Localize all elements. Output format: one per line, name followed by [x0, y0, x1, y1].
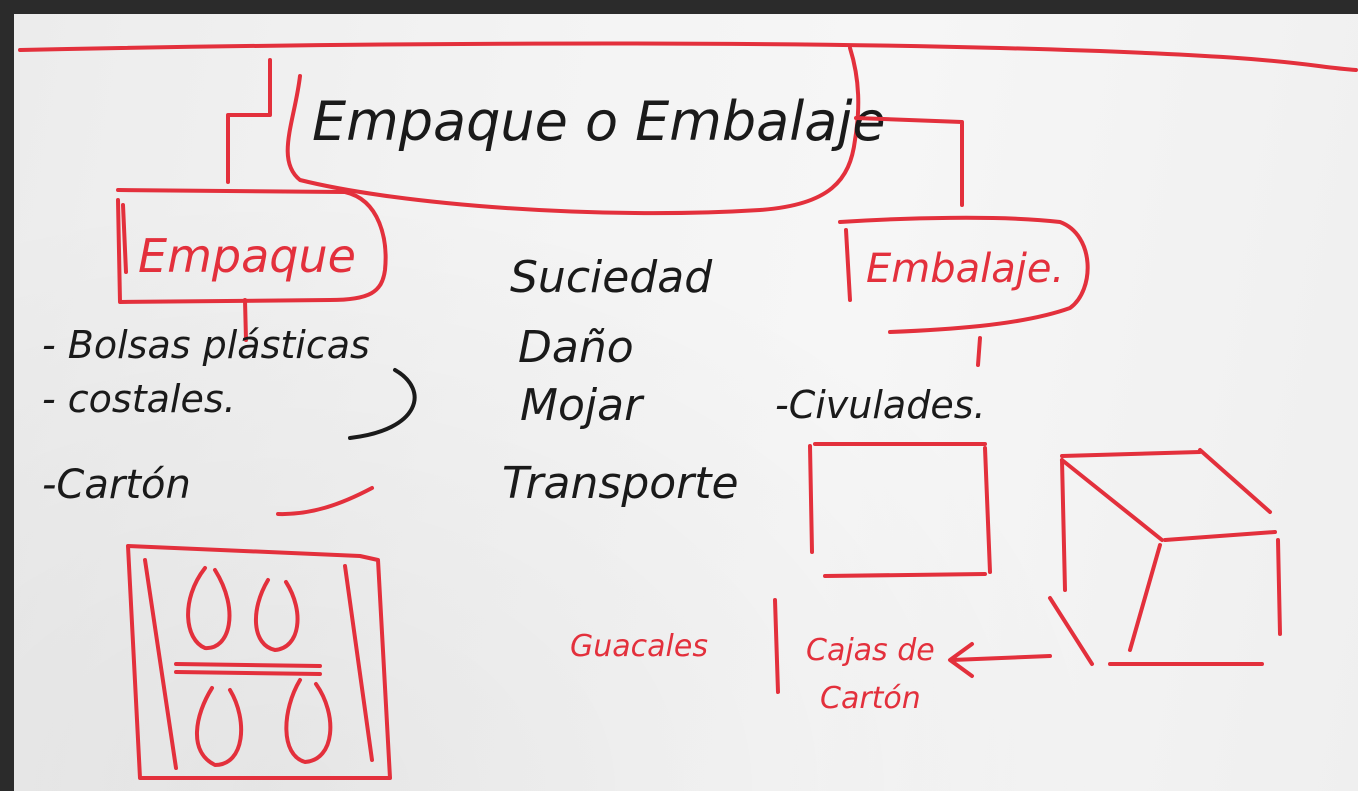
label-guacales: Guacales [570, 629, 708, 664]
embalaje-label: Embalaje. [866, 246, 1064, 292]
empaque-label: Empaque [138, 229, 356, 283]
empaque-item-costales: - costales. [42, 377, 236, 421]
embalaje-item-civulades: -Civulades. [775, 383, 986, 427]
embalaje-box [838, 215, 1090, 334]
top-red-rule [18, 41, 1358, 72]
connector-right [854, 116, 964, 207]
label-cajas-de: Cajas de [806, 633, 935, 668]
crate-drawing [126, 544, 392, 780]
center-item-dano: Daño [518, 322, 634, 373]
empaque-stem [243, 298, 248, 342]
center-item-transporte: Transporte [502, 458, 739, 509]
embalaje-box-left-edge [844, 228, 852, 302]
empaque-box [116, 188, 388, 304]
black-brace [348, 368, 417, 440]
carton-underline [276, 486, 374, 517]
divider-line [773, 598, 780, 694]
empaque-item-carton: -Cartón [42, 462, 191, 508]
embalaje-stem [976, 336, 982, 367]
square-drawing [808, 442, 992, 578]
title-text: Empaque o Embalaje [312, 90, 886, 153]
flipchart-paper [14, 14, 1358, 791]
empaque-item-bolsas: - Bolsas plásticas [42, 323, 370, 367]
label-carton: Cartón [820, 681, 921, 716]
center-item-suciedad: Suciedad [510, 252, 713, 303]
connector-left [226, 58, 272, 184]
paper-shading [14, 14, 1358, 791]
empaque-box-left-edge [121, 203, 128, 274]
title-box [285, 46, 861, 216]
cube-drawing [1048, 448, 1282, 666]
center-item-mojar: Mojar [520, 380, 645, 431]
arrow-to-cajas [948, 642, 1052, 678]
